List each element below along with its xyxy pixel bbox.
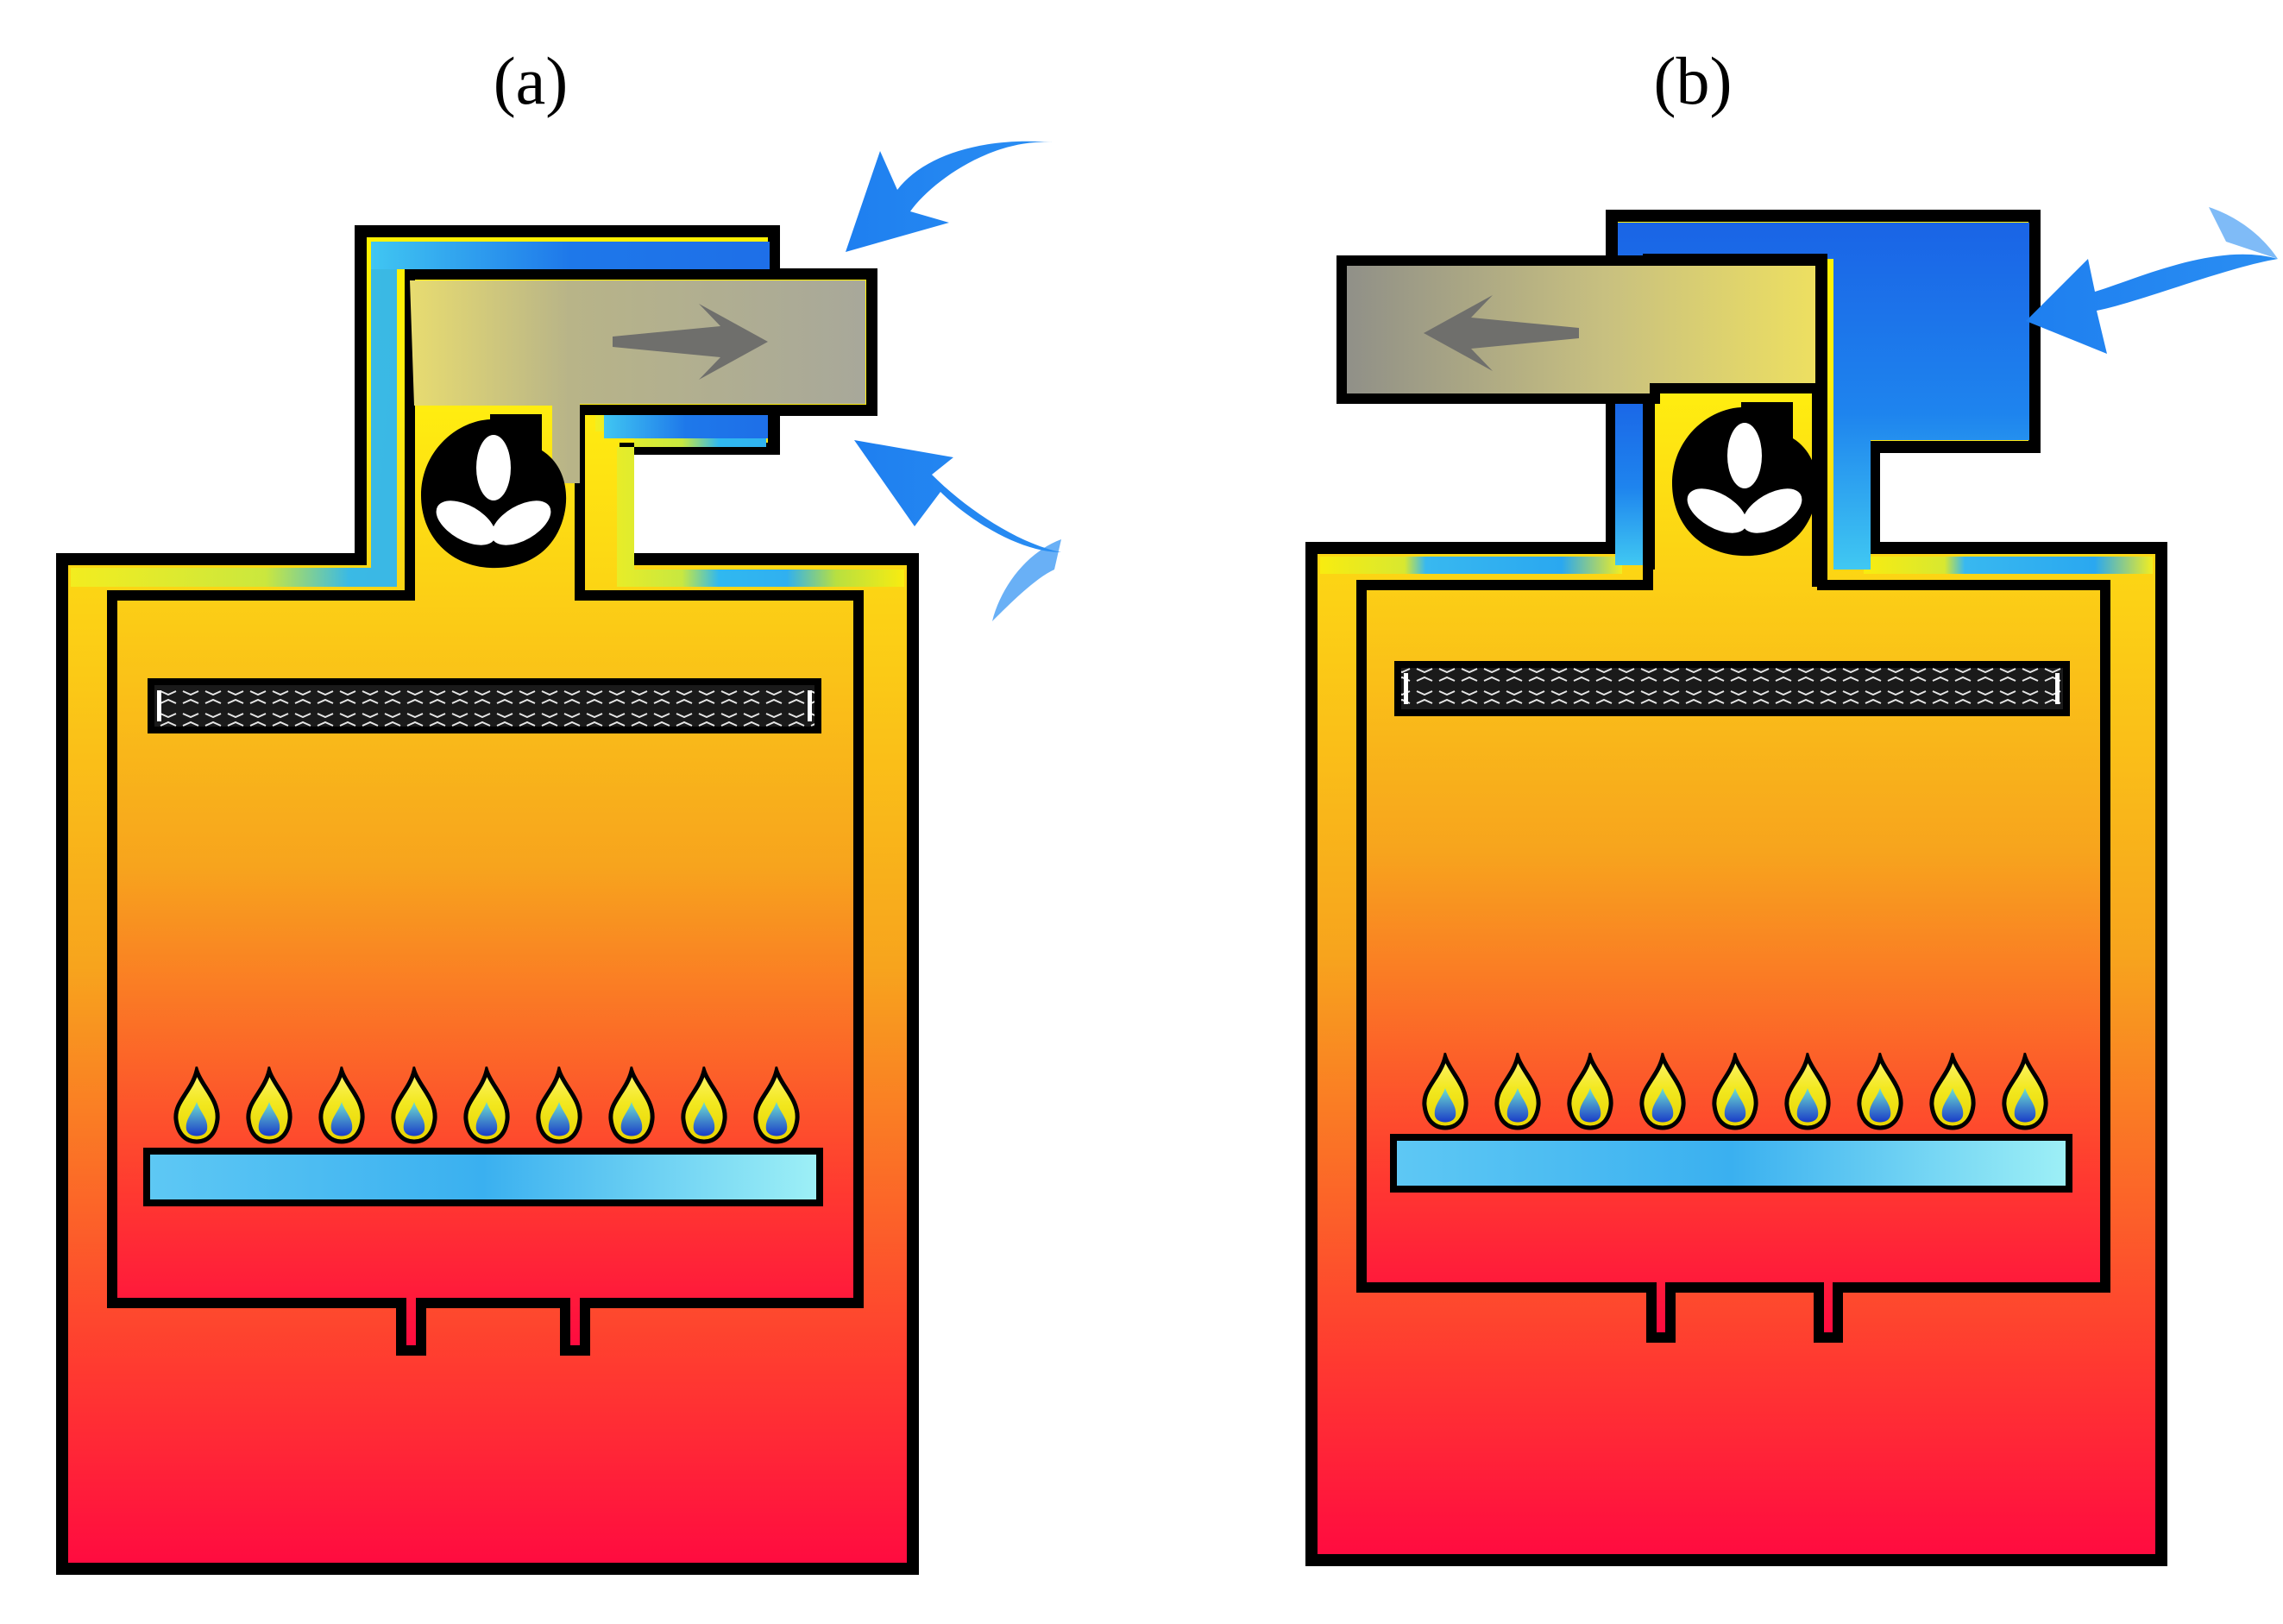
panel-a-boiler <box>56 141 1061 1575</box>
airflow-arrow-icon <box>854 440 1061 552</box>
flames <box>1425 1057 2046 1128</box>
exhaust-arrow-icon <box>1424 295 1579 371</box>
air-inlet-bottom <box>604 412 768 438</box>
panel-b-label: (b) <box>1653 43 1733 118</box>
air-intake-box <box>1618 223 2029 570</box>
flames <box>176 1071 797 1142</box>
exhaust-arrow-icon <box>613 304 768 380</box>
airflow-arrow-icon <box>846 141 1053 252</box>
air-inlet-top <box>371 242 770 269</box>
airflow-arrow-icon <box>2026 254 2278 354</box>
panel-b-boiler <box>1305 207 2278 1566</box>
panel-a-label: (a) <box>493 43 569 118</box>
burner-bar <box>143 1148 823 1206</box>
exhaust-flue <box>1336 255 1826 404</box>
exhaust-flue <box>410 280 865 483</box>
heat-exchanger <box>1394 661 2070 716</box>
burner-bar <box>1390 1134 2072 1193</box>
heat-exchanger <box>148 678 821 733</box>
